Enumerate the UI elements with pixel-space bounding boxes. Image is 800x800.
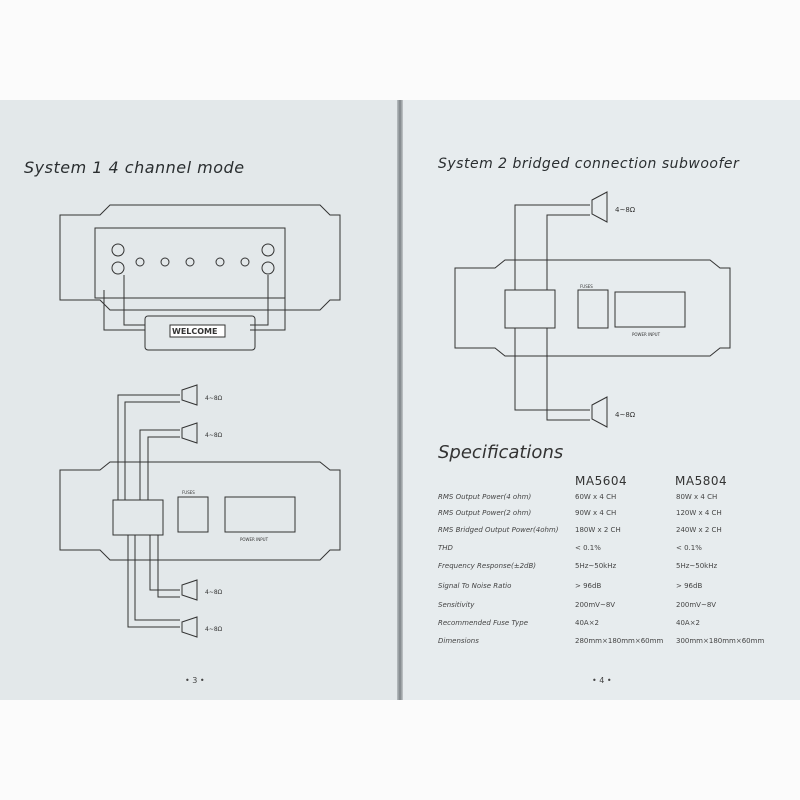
spec-value: 240W x 2 CH: [676, 526, 722, 534]
spec-value: 200mV~8V: [575, 601, 616, 609]
spec-label: RMS Output Power(2 ohm): [438, 509, 532, 517]
spec-value: > 96dB: [575, 582, 602, 590]
left-page: [0, 100, 398, 700]
page-number-right: • 4 •: [592, 676, 612, 685]
spec-value: 5Hz~50kHz: [676, 562, 718, 570]
svg-text:FUSES: FUSES: [182, 490, 195, 495]
page-number-left: • 3 •: [185, 676, 205, 685]
spec-value: 300mm×180mm×60mm: [676, 637, 765, 645]
svg-text:POWER INPUT: POWER INPUT: [632, 332, 661, 337]
spec-label: Recommended Fuse Type: [438, 619, 529, 627]
system2-title: System 2 bridged connection subwoofer: [438, 156, 740, 172]
spec-value: 180W x 2 CH: [575, 526, 621, 534]
amplifier-top-diagram: [59, 204, 341, 331]
spec-value: 40A×2: [575, 619, 600, 627]
svg-text:4~8Ω: 4~8Ω: [205, 626, 223, 633]
spec-label: Sensitivity: [438, 601, 475, 609]
svg-text:FUSES: FUSES: [580, 284, 593, 289]
spec-value: 40A×2: [676, 619, 701, 627]
svg-text:4~8Ω: 4~8Ω: [205, 589, 223, 596]
amplifier-bottom-diagram: FUSES POWER INPUT: [59, 384, 341, 638]
spec-value: 80W x 4 CH: [676, 493, 718, 501]
spec-label: Signal To Noise Ratio: [438, 582, 512, 590]
spec-value: 200mV~8V: [676, 601, 717, 609]
spec-value: < 0.1%: [575, 544, 601, 552]
svg-text:4~8Ω: 4~8Ω: [205, 432, 223, 439]
specifications-heading: Specifications: [438, 442, 564, 463]
spec-value: > 96dB: [676, 582, 703, 590]
model-ma5604: MA5604: [575, 474, 628, 488]
model-ma5804: MA5804: [675, 474, 728, 488]
svg-text:4~8Ω: 4~8Ω: [615, 206, 636, 214]
spec-label: THD: [438, 544, 453, 552]
spec-value: 280mm×180mm×60mm: [575, 637, 664, 645]
svg-text:4~8Ω: 4~8Ω: [205, 395, 223, 402]
spec-label: RMS Bridged Output Power(4ohm): [438, 526, 559, 534]
head-unit-diagram: WELCOME: [144, 315, 256, 351]
spec-label: Dimensions: [438, 637, 479, 645]
book-gutter: [397, 100, 403, 700]
spec-label: Frequency Response(±2dB): [438, 562, 537, 570]
spec-value: 60W x 4 CH: [575, 493, 617, 501]
head-unit-display: WELCOME: [172, 327, 217, 336]
system1-title: System 1 4 channel mode: [24, 158, 245, 177]
spec-value: < 0.1%: [676, 544, 702, 552]
spec-value: 120W x 4 CH: [676, 509, 722, 517]
amplifier-bridged-diagram: FUSES POWER INPUT: [454, 191, 731, 428]
spec-label: RMS Output Power(4 ohm): [438, 493, 532, 501]
svg-text:4~8Ω: 4~8Ω: [615, 411, 636, 419]
svg-text:POWER INPUT: POWER INPUT: [240, 537, 269, 542]
spec-value: 90W x 4 CH: [575, 509, 617, 517]
spec-value: 5Hz~50kHz: [575, 562, 617, 570]
